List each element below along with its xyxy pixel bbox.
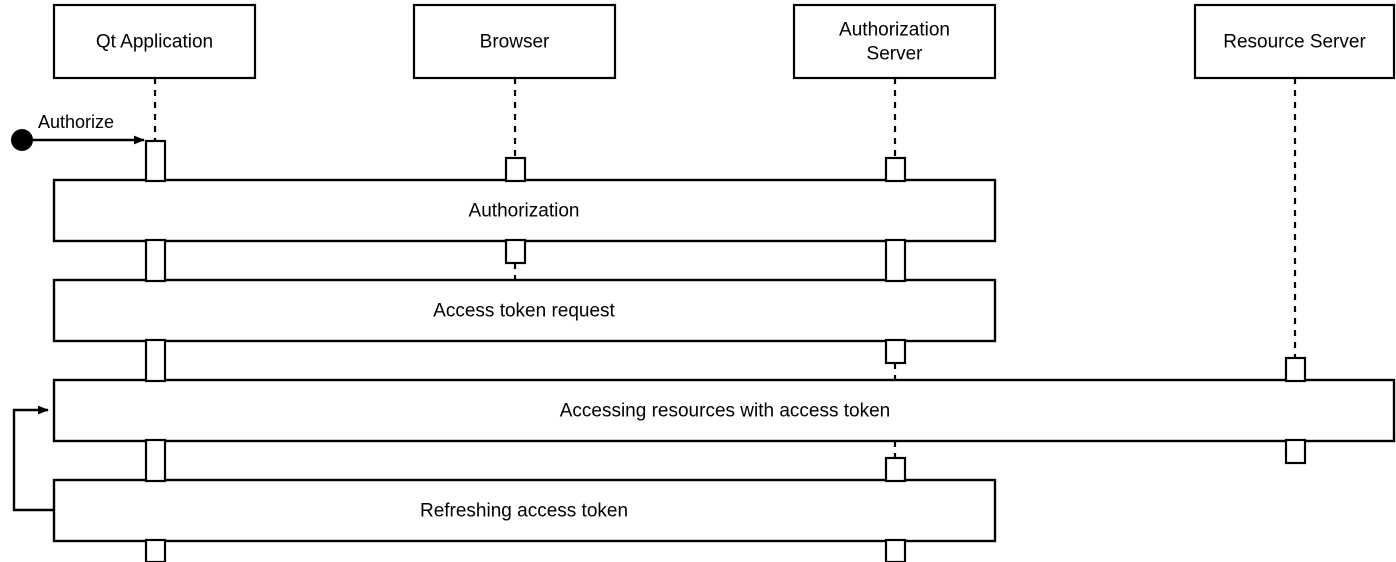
activation-bar-authorization-server <box>884 338 907 365</box>
activation-bar-qt-application <box>144 238 167 283</box>
participant-browser[interactable]: Browser <box>412 3 617 80</box>
message-label-refreshing-access-token: Refreshing access token <box>420 501 628 522</box>
loop-back-arrow <box>12 405 54 512</box>
activation-bar-browser <box>504 238 527 265</box>
activation-bar-resource-server <box>1284 438 1307 465</box>
participant-label-authorization-server: Authorization <box>839 20 950 41</box>
participant-box-resource-server[interactable] <box>1193 3 1396 80</box>
activation-bar-authorization-server <box>884 456 907 483</box>
activation-bar-browser <box>504 156 527 183</box>
activation-bar-qt-application <box>144 538 167 562</box>
activation-bar-authorization-server <box>884 538 907 562</box>
activation-bar-authorization-server <box>884 156 907 183</box>
authorize-label: Authorize <box>38 112 114 132</box>
participants-layer: Qt Application Browser AuthorizationServer… <box>52 3 1396 80</box>
activation-bar-qt-application <box>144 438 167 483</box>
lifelines-layer <box>153 78 1297 458</box>
participant-label-authorization-server: Server <box>867 44 924 65</box>
activation-bar-resource-server <box>1284 356 1307 383</box>
start-point-dot <box>11 129 33 151</box>
participant-label-qt-application: Qt Application <box>96 32 213 53</box>
message-label-accessing-resources: Accessing resources with access token <box>560 401 891 422</box>
message-refreshing-access-token: Refreshing access token <box>52 478 997 543</box>
entry-point-layer: Authorize <box>11 112 145 151</box>
participant-qt-application[interactable]: Qt Application <box>52 3 257 80</box>
message-label-access-token-request: Access token request <box>433 301 615 322</box>
message-label-authorization: Authorization <box>469 201 580 222</box>
message-accessing-resources: Accessing resources with access token <box>52 378 1396 443</box>
participant-resource-server[interactable]: Resource Server <box>1193 3 1396 80</box>
message-access-token-request: Access token request <box>52 278 997 343</box>
message-box-access-token-request <box>52 278 997 343</box>
activation-bar-qt-application <box>144 139 167 183</box>
message-box-authorization <box>52 178 997 243</box>
participant-label-browser: Browser <box>480 32 550 53</box>
participant-box-authorization-server[interactable] <box>792 3 997 80</box>
message-authorization: Authorization <box>52 178 997 243</box>
activations-layer <box>144 139 1307 562</box>
message-box-accessing-resources <box>52 378 1396 443</box>
participant-box-qt-application[interactable] <box>52 3 257 80</box>
activation-bar-qt-application <box>144 338 167 383</box>
loop-back-layer <box>12 405 54 512</box>
activation-bar-authorization-server <box>884 238 907 283</box>
participant-box-browser[interactable] <box>412 3 617 80</box>
participant-label-resource-server: Resource Server <box>1223 32 1366 53</box>
